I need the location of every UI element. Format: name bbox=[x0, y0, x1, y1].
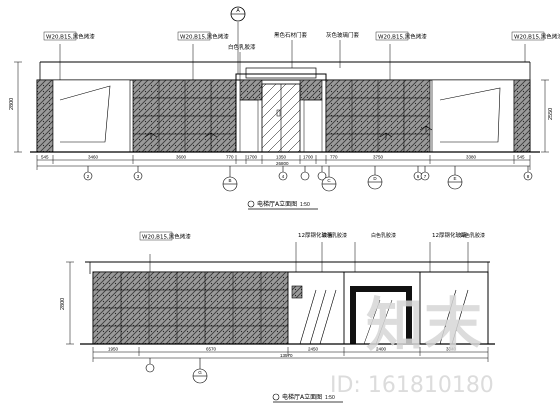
height-dimension-left: 2800 bbox=[9, 61, 22, 153]
callout-label: W20,B15,黑色烤漆 bbox=[180, 33, 229, 41]
callout-label: W20,B15,黑色烤漆 bbox=[514, 33, 560, 41]
dim-text: 3600 bbox=[176, 155, 187, 160]
dim-text: 545 bbox=[41, 155, 49, 160]
callout-label: 白色乳胶漆 bbox=[228, 43, 256, 51]
dim-text: 3460 bbox=[88, 155, 99, 160]
dim-text: 3340 bbox=[446, 347, 457, 352]
section-mark-letter: G bbox=[198, 370, 202, 375]
section-mark-letter: E bbox=[453, 176, 456, 181]
height-dim-text: 2550 bbox=[548, 108, 554, 120]
elevation-top: W20,B15,黑色烤漆 W20,B15,黑色烤漆 白色乳胶漆 黑色石材门套 灰… bbox=[9, 6, 560, 210]
height-dimension-right: 2550 bbox=[541, 79, 554, 153]
axis-number: 6 bbox=[417, 174, 420, 179]
dim-text: 1700 bbox=[303, 155, 314, 160]
section-mark-letter: C bbox=[327, 178, 331, 183]
glass-panels bbox=[287, 271, 345, 345]
total-dim-text: 26800 bbox=[276, 161, 289, 166]
title-scale: 1:50 bbox=[325, 395, 335, 401]
dimension-chain-bottom: 1950 6570 2450 2400 3340 13570 bbox=[92, 347, 489, 362]
callout-label: 12厚钢化玻璃 bbox=[298, 231, 333, 239]
callout-leaders-top bbox=[59, 22, 526, 80]
callout-label: W20,B15,黑色烤漆 bbox=[142, 233, 191, 241]
height-dimension-bottom: 2800 bbox=[60, 261, 74, 345]
dim-text: 1350 bbox=[276, 155, 287, 160]
callout-label: 灰色玻璃门套 bbox=[326, 31, 360, 39]
callout-label: 12厚钢化玻璃 bbox=[432, 231, 467, 239]
callout-labels-bottom: W20,B15,黑色烤漆 12厚钢化玻璃 白色乳胶漆 白色乳胶漆 12厚钢化玻璃… bbox=[139, 231, 485, 241]
section-mark-letter: A bbox=[236, 8, 240, 14]
watermark-id: ID: 161810180 bbox=[330, 373, 494, 398]
callout-leaders-bottom bbox=[149, 242, 469, 272]
axis-number: 7 bbox=[424, 174, 427, 179]
stone-panel-bottom bbox=[92, 271, 289, 345]
section-mark-letter: D bbox=[373, 176, 377, 181]
section-mark-letter: B bbox=[228, 178, 231, 183]
axis-bubbles-bottom bbox=[145, 358, 208, 384]
axis-number: 8 bbox=[527, 174, 530, 179]
title-scale: 1:50 bbox=[300, 202, 310, 208]
dim-text: 6570 bbox=[206, 347, 217, 352]
height-dim-text: 2800 bbox=[9, 98, 15, 110]
dim-text: 770 bbox=[330, 155, 338, 160]
callout-label: 白色乳胶漆 bbox=[460, 232, 485, 239]
total-dim-text: 13570 bbox=[280, 353, 293, 358]
stone-panel-left bbox=[132, 79, 237, 153]
callout-label: W20,B15,黑色烤漆 bbox=[46, 33, 95, 41]
axis-number: 3 bbox=[137, 174, 140, 179]
callout-label: 白色乳胶漆 bbox=[322, 232, 347, 239]
watermark: 知末 ID: 161810180 bbox=[330, 291, 494, 398]
elevator-door-frame bbox=[235, 67, 327, 153]
elevation-bottom: W20,B15,黑色烤漆 12厚钢化玻璃 白色乳胶漆 白色乳胶漆 12厚钢化玻璃… bbox=[60, 231, 495, 403]
dimension-chain-top: 545 3460 3600 770 1700 1350 1700 770 375… bbox=[36, 155, 531, 170]
callout-label: 黑色石材门套 bbox=[274, 31, 308, 39]
axis-number: 4 bbox=[282, 174, 285, 179]
title-text: 电梯厅A立面图 bbox=[257, 200, 297, 208]
wall-fixture-icons bbox=[144, 125, 433, 139]
axis-number: 2 bbox=[87, 174, 90, 179]
watermark-logo: 知末 bbox=[366, 291, 482, 359]
door-opening-bottom bbox=[343, 271, 421, 345]
height-dim-text: 2800 bbox=[60, 298, 66, 310]
dim-text: 2400 bbox=[376, 347, 387, 352]
dim-text: 1950 bbox=[108, 347, 119, 352]
dim-text: 3380 bbox=[466, 155, 477, 160]
dim-text: 2450 bbox=[308, 347, 319, 352]
title-text: 电梯厅A立面图 bbox=[282, 393, 322, 401]
drawing-title-top: 电梯厅A立面图 1:50 bbox=[247, 200, 318, 210]
axis-numbers-top: 2 3 4 6 7 8 bbox=[87, 174, 530, 179]
callout-label: 白色乳胶漆 bbox=[371, 232, 396, 239]
dim-text: 1700 bbox=[247, 155, 258, 160]
stone-panel-right bbox=[325, 79, 431, 153]
callout-label: W20,B15,黑色烤漆 bbox=[378, 33, 427, 41]
axis-bubbles-top bbox=[83, 166, 533, 181]
section-marks-below-top bbox=[222, 166, 463, 192]
section-mark-letters: B C D E bbox=[228, 176, 456, 183]
dim-text: 3750 bbox=[373, 155, 384, 160]
drawing-title-bottom: 电梯厅A立面图 1:50 bbox=[272, 393, 343, 403]
callout-labels-top: W20,B15,黑色烤漆 W20,B15,黑色烤漆 白色乳胶漆 黑色石材门套 灰… bbox=[43, 31, 560, 51]
section-mark-top: A bbox=[230, 6, 246, 22]
dim-text: 545 bbox=[517, 155, 525, 160]
dim-text: 770 bbox=[226, 155, 234, 160]
